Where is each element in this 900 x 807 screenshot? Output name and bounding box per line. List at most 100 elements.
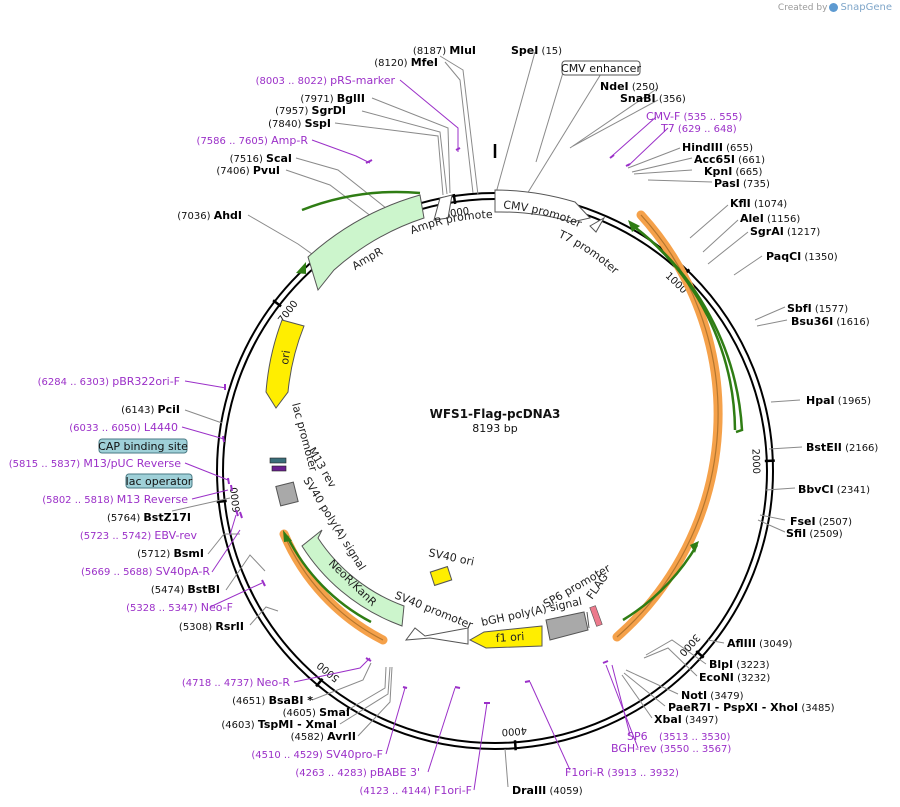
restriction-site-label: XbaI (3497) (654, 713, 718, 726)
restriction-site-label: (4582) AvrII (291, 730, 356, 743)
primer-label: (5802 .. 5818) M13 Reverse (42, 493, 188, 506)
primer-label: (6033 .. 6050) L4440 (69, 421, 178, 434)
bp-tick (452, 193, 457, 205)
restriction-site-label: (7516) ScaI (230, 152, 292, 165)
restriction-site-label: BstEII (2166) (806, 441, 878, 454)
primer-label: BGH-rev (3550 .. 3567) (611, 742, 731, 755)
restriction-site-label: (4603) TspMI - XmaI (221, 718, 337, 731)
ori-feature (265, 319, 305, 409)
primer-label: (5815 .. 5837) M13/pUC Reverse (9, 457, 181, 470)
svg-text:CAP binding site: CAP binding site (98, 440, 188, 453)
restriction-site-label: AflIII (3049) (727, 637, 792, 650)
sv40-promoter-label: SV40 promoter (393, 589, 475, 632)
f1-ori-feature (468, 625, 543, 649)
restriction-site-label: HindIII (655) (682, 141, 753, 154)
primer-label: CMV-F (535 .. 555) (646, 110, 742, 123)
primer-label: (4263 .. 4283) pBABE 3' (295, 766, 420, 779)
primer-label: T7 (629 .. 648) (660, 122, 737, 135)
restriction-site-label: (5764) BstZ17I (107, 511, 191, 524)
backbone (216, 192, 774, 750)
bp-tick (216, 499, 227, 504)
restriction-site-label: BbvCI (2341) (798, 483, 870, 496)
primer-marks (222, 147, 631, 704)
restriction-site-label: (6143) PciI (121, 403, 180, 416)
primer-label: (5328 .. 5347) Neo-F (126, 601, 233, 614)
bp-tick-label: 6000 (229, 487, 243, 514)
primer-label: (6284 .. 6303) pBR322ori-F (38, 375, 180, 388)
snapgene-credit: Created by SnapGene (778, 2, 892, 13)
credit-text: Created by (777, 2, 828, 13)
restriction-site-label: (7957) SgrDI (275, 104, 346, 117)
primer-range: (3513 .. 3530) (659, 732, 731, 743)
restriction-site-label: KpnI (665) (704, 165, 762, 178)
ampr-promoter-feature (433, 194, 453, 221)
primer-label: (5723 .. 5742) EBV-rev (80, 529, 198, 542)
sv40-ori-label: SV40 ori (427, 546, 475, 568)
t7-promoter-label: T7 promoter (556, 227, 622, 277)
svg-text:lac operator: lac operator (126, 475, 193, 488)
t7-promoter-feature (589, 216, 606, 233)
cmv-promoter-feature (494, 189, 591, 223)
restriction-site-label: (7036) AhdI (177, 209, 242, 222)
restriction-site-label: NotI (3479) (681, 689, 744, 702)
ampr-feature (307, 194, 425, 292)
restriction-site-label: (5474) BstBI (151, 583, 220, 596)
lac-operator-box: lac operator (125, 473, 193, 489)
restriction-sites: (8187) MluI(8120) MfeI (7971) BglII(7957)… (107, 44, 878, 797)
restriction-site-label: SbfI (1577) (787, 302, 848, 315)
sv40-ori-feature (429, 565, 453, 587)
restriction-site-label: (8120) MfeI (374, 56, 438, 69)
restriction-site-label: SfiI (2509) (786, 527, 843, 540)
bgh-polya-feature (545, 611, 589, 641)
restriction-site-label: PaqCI (1350) (766, 250, 838, 263)
flag-feature (586, 605, 603, 629)
cap-binding-site-box: CAP binding site (98, 438, 188, 454)
primers: (8003 .. 8022) pRS-marker (7586 .. 7605) … (9, 74, 743, 797)
orf-arc-left (279, 529, 388, 645)
cmv-enhancer-box: CMV enhancer (561, 60, 641, 76)
restriction-site-label: (7840) SspI (268, 117, 331, 130)
primer-label: (8003 .. 8022) pRS-marker (256, 74, 396, 87)
restriction-site-label: SgrAI (1217) (750, 225, 820, 238)
primer-label: (5669 .. 5688) SV40pA-R (81, 565, 210, 578)
restriction-site-label: PaeR7I - PspXI - XhoI (3485) (668, 701, 835, 714)
primer-label: F1ori-R (3913 .. 3932) (565, 766, 679, 779)
lac-operator-marks (269, 457, 287, 472)
primer-label: (4510 .. 4529) SV40pro-F (251, 748, 383, 761)
bp-tick-label: 4000 (501, 724, 527, 737)
primer-label: (7586 .. 7605) Amp-R (197, 134, 309, 147)
f1-ori-label: f1 ori (495, 630, 525, 645)
neor-feature (301, 529, 405, 627)
bp-tick (695, 650, 705, 659)
restriction-site-label: EcoNI (3232) (699, 671, 770, 684)
sv40-promoter-feature (404, 627, 469, 645)
restriction-site-label: (5712) BsmI (137, 547, 204, 560)
connector-lines (171, 51, 803, 788)
restriction-site-label: NdeI (250) (600, 80, 659, 93)
restriction-site-label: (7406) PvuI (216, 164, 280, 177)
primer-connectors (181, 79, 669, 791)
restriction-site-label: SpeI (15) (511, 44, 562, 57)
primer-label: SP6 (627, 730, 648, 743)
primer-label: (4718 .. 4737) Neo-R (182, 676, 291, 689)
restriction-site-label: SnaBI (356) (620, 92, 686, 105)
restriction-site-label: FseI (2507) (790, 515, 852, 528)
restriction-site-label: Acc65I (661) (694, 153, 765, 166)
restriction-site-label: (4651) BsaBI * (232, 694, 313, 707)
restriction-site-label: PasI (735) (714, 177, 770, 190)
restriction-site-label: BlpI (3223) (709, 658, 770, 671)
restriction-site-label: (7971) BglII (300, 92, 365, 105)
sv40-polya-box (275, 481, 299, 507)
orf-direction-arrows (285, 190, 744, 624)
bp-tick (272, 299, 282, 308)
snapgene-logo-icon (829, 3, 839, 12)
restriction-site-label: (5308) RsrII (179, 620, 244, 633)
bp-tick-label: 2000 (749, 448, 761, 474)
bp-tick (315, 677, 324, 688)
restriction-site-label: (8187) MluI (413, 44, 476, 57)
bp-tick (513, 740, 517, 751)
primer-label: (4123 .. 4144) F1ori-F (359, 784, 472, 797)
direction-arrowheads (283, 220, 699, 553)
restriction-site-label: Bsu36I (1616) (791, 315, 870, 328)
